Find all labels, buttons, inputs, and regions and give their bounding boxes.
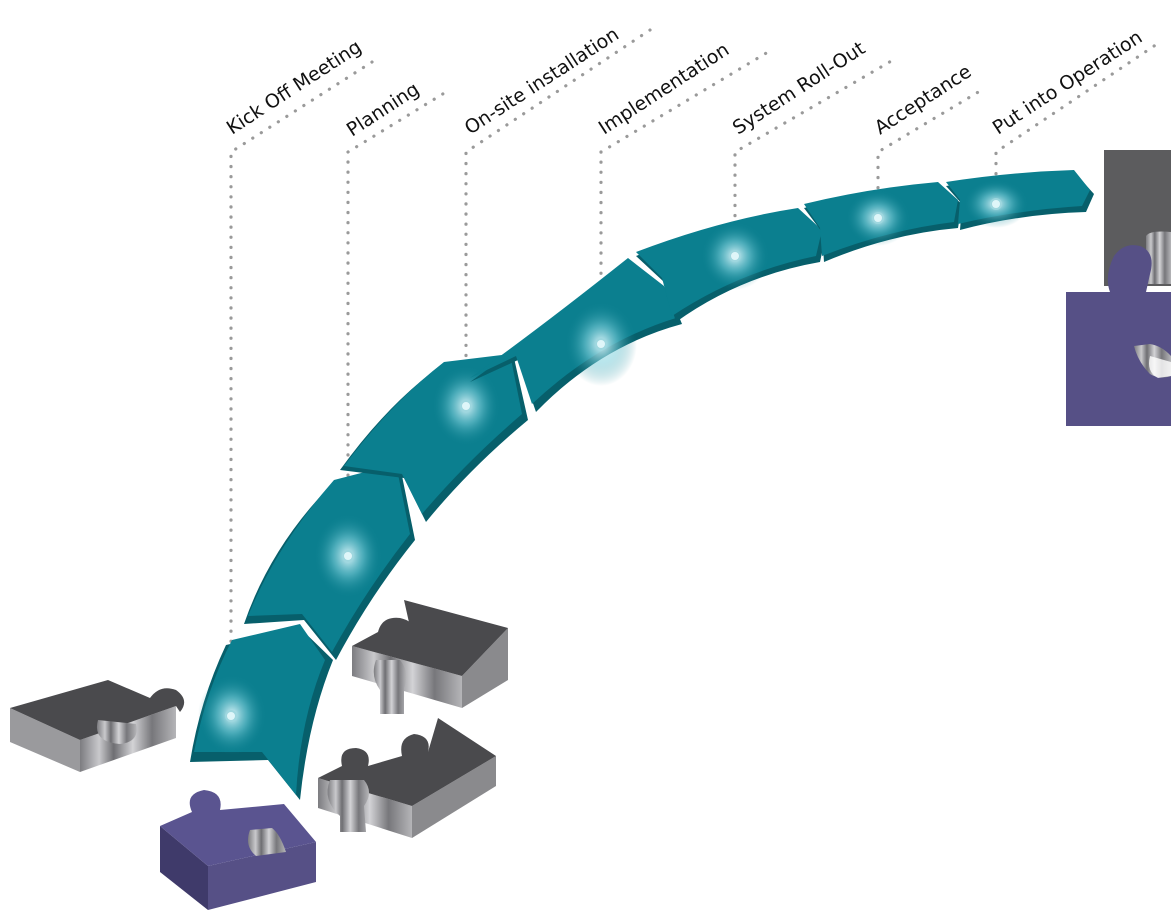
leader-planning: [346, 90, 448, 558]
label-put-into-operation: Put into Operation: [989, 26, 1147, 139]
leader-put-into-operation: [994, 40, 1162, 206]
milestone-dot: [342, 550, 354, 562]
arc-segment-put-into-operation: [946, 170, 1094, 230]
label-system-roll-out: System Roll-Out: [729, 37, 870, 139]
label-acceptance: Acceptance: [871, 61, 976, 140]
step-labels: Kick Off Meeting Planning On-site instal…: [223, 23, 1147, 141]
puzzle-pieces: [10, 150, 1171, 910]
arc-segment-kick-off-meeting: [190, 624, 333, 800]
arc-segment-implementation: [470, 258, 682, 412]
milestone-dot: [460, 400, 472, 412]
arc-segment-on-site-installation: [340, 354, 528, 522]
arc-segment-acceptance: [804, 182, 962, 262]
milestone-dot: [729, 250, 741, 262]
leader-implementation: [599, 50, 770, 346]
milestone-dot: [872, 212, 884, 224]
puzzle-piece-icon: [160, 790, 316, 910]
milestone-dot: [225, 710, 237, 722]
roadmap-arc: [190, 170, 1094, 800]
leader-on-site-installation: [464, 28, 652, 408]
leader-lines: [229, 28, 1162, 714]
puzzle-piece-icon: [352, 600, 508, 714]
puzzle-piece-icon: [10, 680, 185, 772]
milestone-dot: [990, 198, 1002, 210]
puzzle-piece-icon: [318, 718, 496, 838]
arc-segment-planning: [244, 464, 415, 660]
puzzle-piece-icon: [1066, 245, 1171, 426]
milestone-dot: [595, 338, 607, 350]
arc-segment-system-roll-out: [636, 208, 826, 322]
